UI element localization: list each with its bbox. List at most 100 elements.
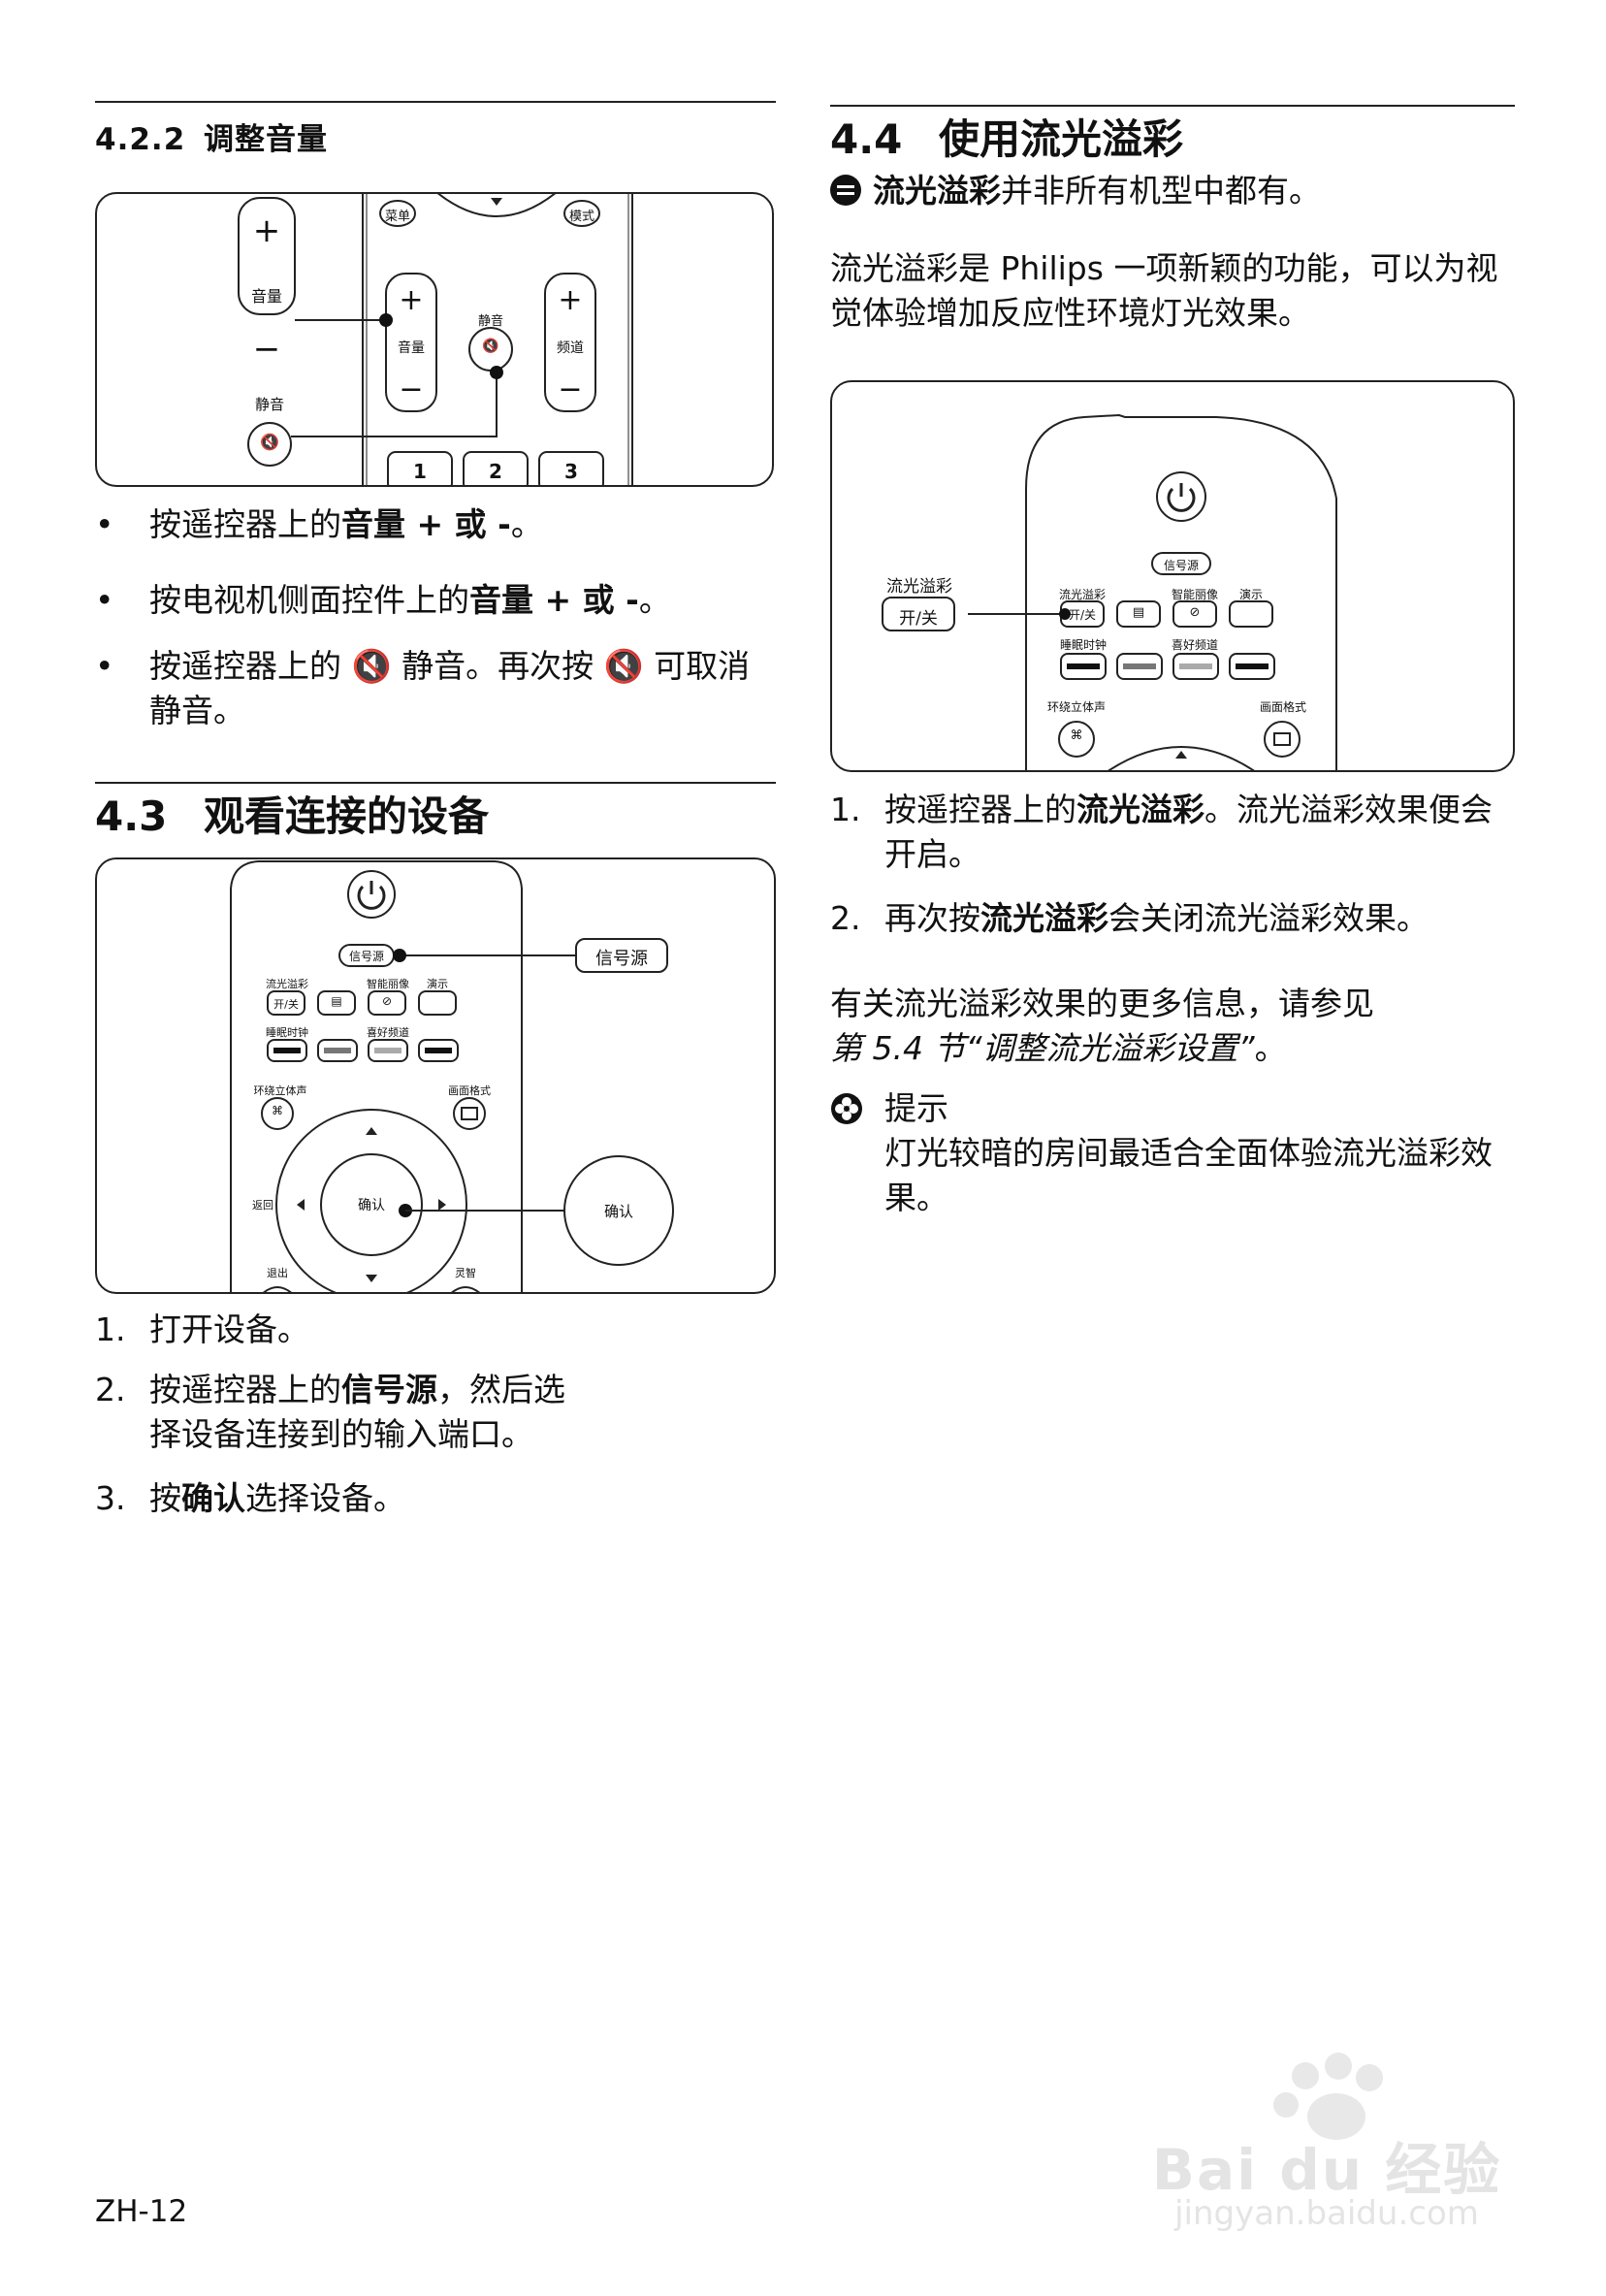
side-mute-label: 静音 (254, 396, 284, 413)
demo-label: 演示 (1238, 588, 1263, 601)
bullet-text: 按遥控器上的 🔇 静音。再次按 🔇 可取消静音。 (149, 647, 751, 729)
smart-picture-icon: ⊘ (1189, 605, 1201, 620)
smart-picture-label: 智能丽像 (1171, 588, 1218, 601)
mute-icon: 🔇 (603, 647, 644, 685)
picture-format-label: 画面格式 (448, 1084, 491, 1097)
section-4-4-heading: 4.4 使用流光溢彩 (830, 107, 1183, 166)
cross-reference: 第 5.4 节“调整流光溢彩设置” (830, 1029, 1255, 1067)
side-volume-minus: − (252, 330, 281, 369)
step-number: 2. (830, 899, 861, 937)
volume-bullet-3: • 按遥控器上的 🔇 静音。再次按 🔇 可取消静音。 (95, 644, 776, 737)
smart-picture-label: 智能丽像 (367, 978, 409, 990)
ambilight-remote-drawing (882, 413, 1337, 770)
picture-format-label: 画面格式 (1259, 700, 1306, 714)
volume-label: 音量 (398, 340, 425, 356)
ambilight-remote-figure: 流光溢彩 开/关 信号源 流光溢彩 开/关 ▤ 智能丽像 ⊘ 演示 睡眠时钟 喜… (830, 380, 1515, 772)
favorite-channel-label: 喜好频道 (367, 1026, 409, 1039)
volume-remote-drawing (238, 194, 633, 485)
step-text: 按确认选择设备。 (149, 1479, 405, 1517)
step-text: 打开设备。 (149, 1310, 309, 1348)
ambilight-label: 流光溢彩 (266, 978, 308, 990)
section-title: 调整音量 (204, 122, 328, 157)
menu-list-icon: ▤ (1132, 605, 1145, 620)
baidu-paw-logo (1273, 2053, 1383, 2140)
step-number: 2. (95, 1371, 126, 1408)
bullet-marker: • (95, 581, 114, 619)
step-text: 按遥控器上的信号源，然后选择设备连接到的输入端口。 (149, 1371, 565, 1453)
back-label: 返回 (252, 1199, 273, 1212)
mute-label: 静音 (477, 314, 503, 329)
side-volume-plus: + (252, 211, 281, 250)
bullet-text: 按电视机侧面控件上的音量 + 或 -。 (149, 581, 671, 619)
watermark-brand: Bai du 经验 (1151, 2137, 1502, 2203)
surround-icon: ⌘ (1070, 728, 1083, 743)
section-number: 4.2.2 (95, 122, 186, 157)
ok-key-label: 确认 (358, 1198, 385, 1213)
section-4-3-heading: 4.3 观看连接的设备 (95, 784, 489, 843)
surround-label: 环绕立体声 (1046, 700, 1106, 714)
menu-list-icon: ▤ (331, 994, 342, 1008)
sleep-timer-label: 睡眠时钟 (266, 1026, 308, 1039)
number-key-1: 1 (413, 460, 427, 483)
mute-icon: 🔇 (482, 339, 499, 354)
number-key-2: 2 (489, 460, 502, 483)
favorite-channel-label: 喜好频道 (1171, 638, 1218, 652)
section-rule (830, 105, 1515, 107)
intro-paragraph: 流光溢彩是 Philips 一项新颖的功能，可以为视觉体验增加反应性环境灯光效果… (830, 249, 1498, 332)
source-callout-label: 信号源 (595, 949, 648, 969)
side-mute-icon: 🔇 (260, 433, 279, 451)
step-number: 1. (830, 791, 861, 828)
tip-title: 提示 (884, 1089, 948, 1127)
smart-picture-icon: ⊘ (381, 994, 393, 1008)
demo-label: 演示 (427, 978, 448, 990)
volume-remote-figure: + 音量 − 静音 🔇 菜单 模式 + 音量 − 静音 🔇 + 频道 − 1 2… (95, 192, 774, 487)
mode-key-label: 模式 (568, 210, 594, 224)
ok-callout-label: 确认 (603, 1203, 633, 1220)
channel-minus: − (558, 372, 583, 406)
page-number: ZH-12 (95, 2194, 188, 2229)
bullet-marker: • (95, 647, 114, 685)
channel-label: 频道 (557, 340, 584, 356)
section-4-2-2-heading: 4.2.2 调整音量 (95, 114, 328, 158)
more-info-paragraph: 有关流光溢彩效果的更多信息，请参见 第 5.4 节“调整流光溢彩设置”。 (830, 985, 1374, 1067)
source-key-label: 信号源 (1163, 559, 1199, 572)
source-remote-figure: 信号源 信号源 流光溢彩 开/关 ▤ 智能丽像 ⊘ 演示 睡眠时钟 喜好频道 环… (95, 857, 776, 1294)
step-4-3-2: 2. 按遥控器上的信号源，然后选择设备连接到的输入端口。 (95, 1368, 776, 1461)
bullet-text: 按遥控器上的音量 + 或 -。 (149, 505, 543, 543)
bullet-marker: • (95, 505, 114, 543)
mute-icon: 🔇 (351, 647, 392, 685)
number-key-3: 3 (564, 460, 578, 483)
sleep-timer-label: 睡眠时钟 (1059, 638, 1107, 652)
step-number: 1. (95, 1310, 126, 1348)
section-rule (95, 782, 776, 784)
watermark-url: jingyan.baidu.com (1174, 2194, 1479, 2233)
baidu-watermark: Bai du 经验 jingyan.baidu.com (1133, 2049, 1521, 2243)
tip-text: 灯光较暗的房间最适合全面体验流光溢彩效果。 (884, 1134, 1493, 1216)
step-4-4-1: 1. 按遥控器上的流光溢彩。流光溢彩效果便会开启。 (830, 788, 1515, 881)
volume-minus: − (399, 372, 424, 406)
section-rule (95, 101, 776, 103)
section-title: 使用流光溢彩 (939, 115, 1184, 163)
surround-label: 环绕立体声 (253, 1084, 307, 1097)
section-number: 4.3 (95, 792, 168, 840)
ambilight-callout-label: 流光溢彩 (886, 577, 952, 597)
step-text: 再次按流光溢彩会关闭流光溢彩效果。 (884, 899, 1429, 937)
menu-key-label: 菜单 (384, 210, 410, 224)
exit-label: 退出 (267, 1267, 288, 1279)
section-number: 4.4 (830, 115, 903, 163)
section-title: 观看连接的设备 (204, 792, 490, 840)
onoff-key-label: 开/关 (1068, 608, 1097, 622)
onoff-key-label: 开/关 (273, 998, 299, 1011)
source-key-label: 信号源 (348, 950, 384, 963)
source-remote-drawing (230, 860, 674, 1292)
surround-icon: ⌘ (272, 1104, 283, 1117)
step-number: 3. (95, 1479, 126, 1517)
tip-box: 提示 灯光较暗的房间最适合全面体验流光溢彩效果。 (830, 1086, 1515, 1222)
ambilight-key-top-label: 流光溢彩 (1058, 588, 1106, 601)
volume-plus: + (399, 283, 424, 317)
tip-icon (831, 1093, 862, 1124)
side-volume-label: 音量 (250, 287, 282, 306)
channel-plus: + (558, 283, 583, 317)
availability-note: 流光溢彩并非所有机型中都有。 (830, 169, 1515, 213)
note-icon (830, 175, 861, 206)
